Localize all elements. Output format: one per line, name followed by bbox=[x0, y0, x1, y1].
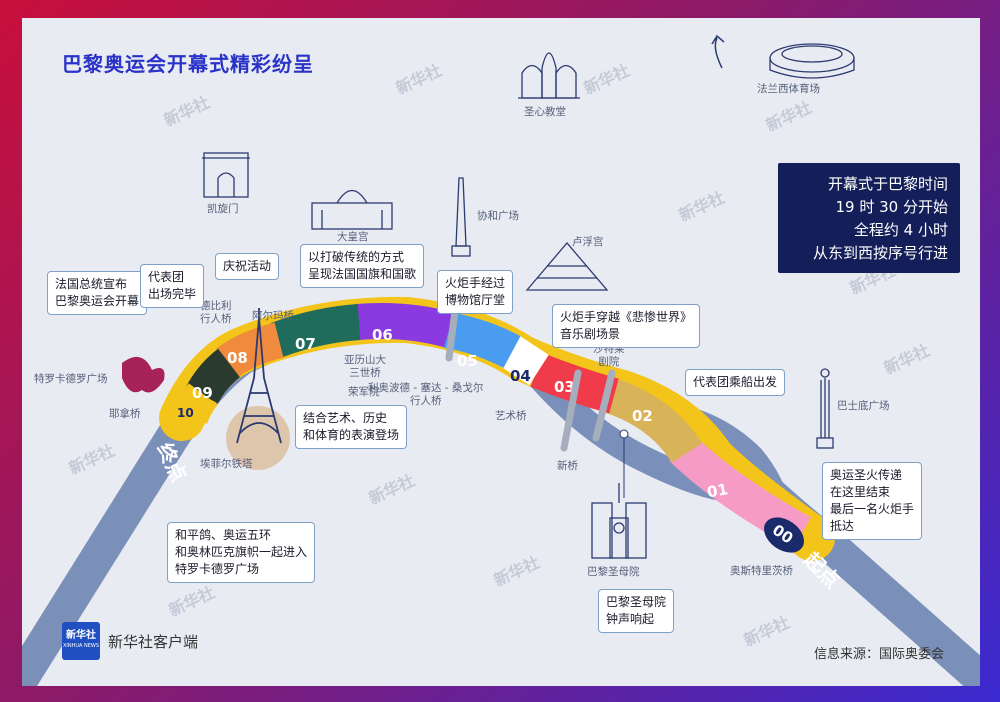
xinhua-logo-icon: 新华社 XINHUA NEWS bbox=[62, 622, 100, 660]
landmark-sacre-coeur: 圣心教堂 bbox=[524, 106, 566, 118]
start-marker bbox=[764, 517, 804, 553]
eiffel-tower-icon bbox=[236, 308, 282, 444]
notre-dame-icon bbox=[591, 483, 647, 559]
landmark-concorde: 协和广场 bbox=[477, 210, 519, 222]
segment-09-path bbox=[186, 348, 241, 404]
segment-04-label: 04 bbox=[510, 367, 531, 385]
segment-01-label: 01 bbox=[706, 480, 730, 501]
route-map: 00 01 02 03 04 05 06 07 08 09 10 00 起点 终… bbox=[22, 34, 980, 686]
map-card: 巴黎奥运会开幕式精彩纷呈 新华社 新华社 新华社 新华社 新华社 新华社 新华社… bbox=[22, 18, 980, 686]
segment-05-path bbox=[443, 312, 521, 369]
landmark-bastille: 巴士底广场 bbox=[837, 400, 890, 412]
landmark-notre-dame: 巴黎圣母院 bbox=[587, 566, 640, 578]
page-title: 巴黎奥运会开幕式精彩纷呈 bbox=[62, 52, 314, 76]
segment-10-path bbox=[172, 383, 218, 425]
callout-boats: 代表团乘船出发 bbox=[685, 369, 786, 396]
louvre-icon bbox=[525, 241, 609, 291]
callout-flag-anthem: 以打破传统的方式呈现法国国旗和国歌 bbox=[300, 244, 425, 288]
segment-05-label: 05 bbox=[457, 352, 478, 370]
segment-08-path bbox=[216, 322, 284, 378]
callout-celebration: 庆祝活动 bbox=[215, 253, 280, 280]
segment-03-label: 03 bbox=[554, 378, 575, 396]
callout-peace: 和平鸽、奥运五环和奥林匹克旗帜一起进入特罗卡德罗广场 bbox=[167, 522, 316, 583]
arc-icon bbox=[202, 152, 250, 198]
bridge-invalides: 荣军院 bbox=[348, 386, 380, 398]
info-line: 从东到西按序号行进 bbox=[812, 244, 948, 262]
segment-02-label: 02 bbox=[632, 407, 653, 425]
trocadero-shape bbox=[122, 356, 165, 393]
segment-06-label: 06 bbox=[372, 326, 393, 344]
callout-delegations-end: 代表团出场完毕 bbox=[140, 264, 205, 308]
landmark-trocadero: 特罗卡德罗广场 bbox=[34, 373, 108, 385]
callout-bells: 巴黎圣母院钟声响起 bbox=[598, 589, 675, 633]
sacre-coeur-icon bbox=[518, 52, 580, 99]
bridge-pont-neuf: 新桥 bbox=[557, 460, 578, 472]
info-line: 开幕式于巴黎时间 bbox=[827, 175, 948, 193]
notre-dame-dot bbox=[619, 429, 629, 439]
segment-09-label: 09 bbox=[192, 384, 213, 402]
bridge-debilly: 德比利行人桥 bbox=[200, 300, 232, 325]
info-box: 开幕式于巴黎时间 19 时 30 分开始 全程约 4 小时 从东到西按序号行进 bbox=[778, 163, 960, 273]
bridge-austerlitz: 奥斯特里茨桥 bbox=[730, 565, 793, 577]
segment-06-path bbox=[355, 303, 454, 348]
segment-07-path bbox=[270, 304, 361, 357]
segment-10-label: 10 bbox=[177, 406, 194, 420]
concorde-icon bbox=[451, 177, 471, 257]
segment-08-label: 08 bbox=[227, 349, 248, 367]
landmark-stade: 法兰西体育场 bbox=[757, 83, 820, 95]
bridge-alma: 阿尔玛桥 bbox=[252, 310, 294, 322]
callout-torch-end: 奥运圣火传递在这里结束 最后一名火炬手抵达 bbox=[822, 462, 923, 540]
landmark-eiffel: 埃菲尔铁塔 bbox=[200, 458, 253, 470]
segment-04-path bbox=[500, 336, 549, 386]
brand: 新华社 XINHUA NEWS 新华社客户端 bbox=[62, 622, 198, 660]
grand-palais-icon bbox=[311, 189, 393, 230]
info-line: 全程约 4 小时 bbox=[853, 221, 948, 239]
bastille-icon bbox=[816, 368, 834, 449]
bridge-iena: 耶拿桥 bbox=[109, 408, 141, 420]
segment-07-label: 07 bbox=[295, 335, 316, 353]
callout-museum: 火炬手经过博物馆厅堂 bbox=[437, 270, 514, 314]
stade-icon bbox=[769, 43, 855, 79]
brand-text: 新华社客户端 bbox=[108, 632, 199, 651]
info-line: 19 时 30 分开始 bbox=[835, 198, 948, 216]
bridge-arts: 艺术桥 bbox=[495, 410, 527, 422]
stade-arrow-icon bbox=[711, 34, 725, 69]
callout-president: 法国总统宣布巴黎奥运会开幕 bbox=[47, 271, 148, 315]
landmark-arc: 凯旋门 bbox=[207, 203, 239, 215]
source-text: 信息来源：国际奥委会 bbox=[813, 647, 944, 662]
segment-02-path bbox=[605, 378, 703, 464]
bridge-leopold: 利奥波德 - 塞达 - 桑戈尔行人桥 bbox=[368, 382, 484, 407]
callout-miserables: 火炬手穿越《悲惨世界》音乐剧场景 bbox=[552, 304, 701, 348]
bridge-alexandre: 亚历山大三世桥 bbox=[344, 354, 386, 379]
callout-art-history: 结合艺术、历史和体育的表演登场 bbox=[295, 405, 408, 449]
landmark-louvre: 卢浮宫 bbox=[572, 236, 604, 248]
landmark-grand-palais: 大皇宫 bbox=[337, 231, 369, 243]
